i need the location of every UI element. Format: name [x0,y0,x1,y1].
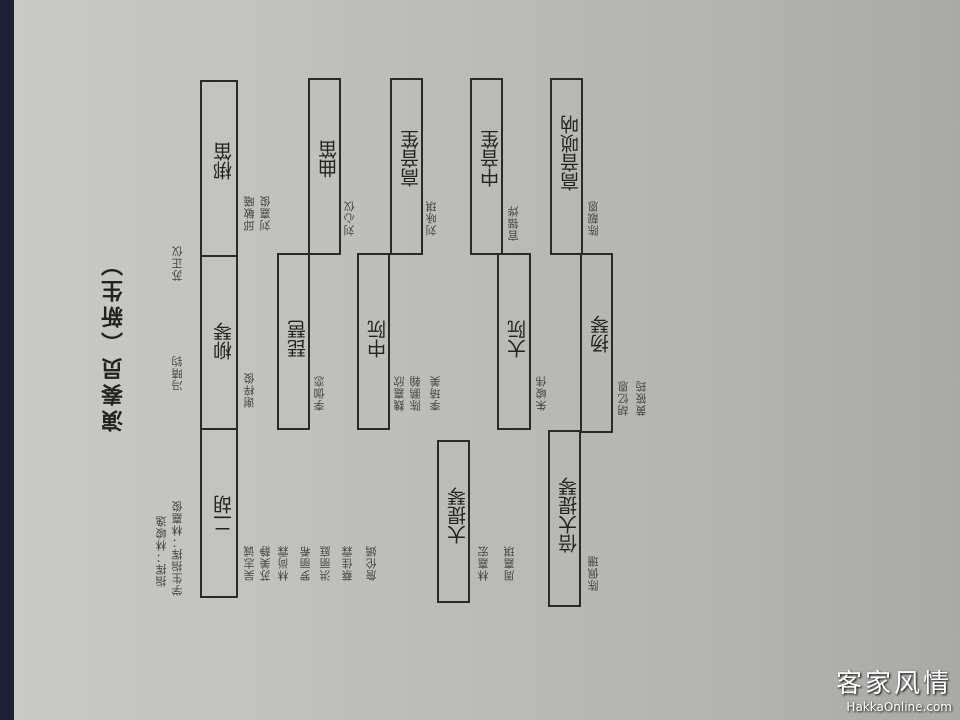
conductor: 指挥：林峻逸 [155,515,168,587]
watermark-url: HakkaOnline.com [846,700,952,714]
header-name: 苏正仪 [171,245,184,281]
header-name: 冯晴钧 [171,355,184,391]
player-name: 刘嘉俊 [259,195,272,231]
player-name: 吴志诚 [243,545,256,581]
section-pipa: 琵琶 [277,253,310,430]
instrument-label: 倍大提琴 [558,477,580,553]
player-name: 周嘉琪 [503,545,516,581]
instrument-label: 柳琴 [213,322,235,360]
player-name: 刘咏琪 [425,200,438,236]
instrument-label: 琵琶 [287,320,309,358]
instrument-label: 扬琴 [590,315,612,353]
player-name: 陈鹏翰 [409,375,422,411]
student-conductor: 学生指挥：林嘉俊 [171,500,184,596]
instrument-label: 大阮 [507,320,529,358]
section-zhongyinsheng: 中音笙 [470,78,503,255]
player-name: 洪丽庭 [319,545,332,581]
player-name: 林嘉宏 [477,545,490,581]
section-datiqin: 大提琴 [437,440,470,603]
instrument-label: 高音唢呐 [560,115,582,191]
player-name: 李伽恋 [313,375,326,411]
player-name: 魏嘉欣 [393,375,406,411]
instrument-label: 中阮 [367,320,389,358]
player-name: 蔡佳霖 [341,545,354,581]
player-name: 詹伦嫣 [365,545,378,581]
page-title: 演奏员（新生） [101,250,127,432]
section-qudi: 曲笛 [308,78,341,255]
instrument-label: 梆笛 [213,142,235,180]
instrument-label: 大提琴 [447,487,469,544]
instrument-label: 曲笛 [318,140,340,178]
player-name: 黄筱筠 [635,380,648,416]
section-gaoyinsheng: 高音笙 [390,78,423,255]
watermark: 客家风情 HakkaOnline.com [836,663,952,714]
section-erhu: 二胡 [200,428,238,598]
section-gaoyinsuona: 高音唢呐 [550,78,583,255]
player-name: 李琦美 [429,375,442,411]
section-beidatiqin: 倍大提琴 [548,430,581,607]
player-name: 谢梓俊 [243,372,256,408]
player-name: 邱敏曦 [243,195,256,231]
instrument-label: 中音笙 [480,130,502,187]
player-name: 陈靓恩 [587,200,600,236]
player-name: 官锴烨 [507,205,520,241]
player-name: 陈佩珊 [587,555,600,591]
section-bangdi: 梆笛 [200,80,238,257]
player-name: 罗丽希 [299,545,312,581]
player-name: 苏美静 [259,545,272,581]
section-liuqin: 柳琴 [200,255,238,430]
player-name: 朱峻伟 [535,375,548,411]
instrument-label: 高音笙 [400,130,422,187]
instrument-label: 二胡 [213,495,235,533]
section-zhongruan: 中阮 [357,253,390,430]
player-name: 刘心仪 [343,200,356,236]
player-name: 林尚霖 [277,545,290,581]
program-page: 演奏员（新生） 指挥：林峻逸 学生指挥：林嘉俊 冯晴钧 苏正仪 梆笛 柳琴 二胡… [14,0,960,720]
player-name: 胡忆恩 [617,380,630,416]
section-yangqin: 扬琴 [580,253,613,433]
section-daruan: 大阮 [497,253,531,430]
watermark-text: 客家风情 [835,669,952,699]
